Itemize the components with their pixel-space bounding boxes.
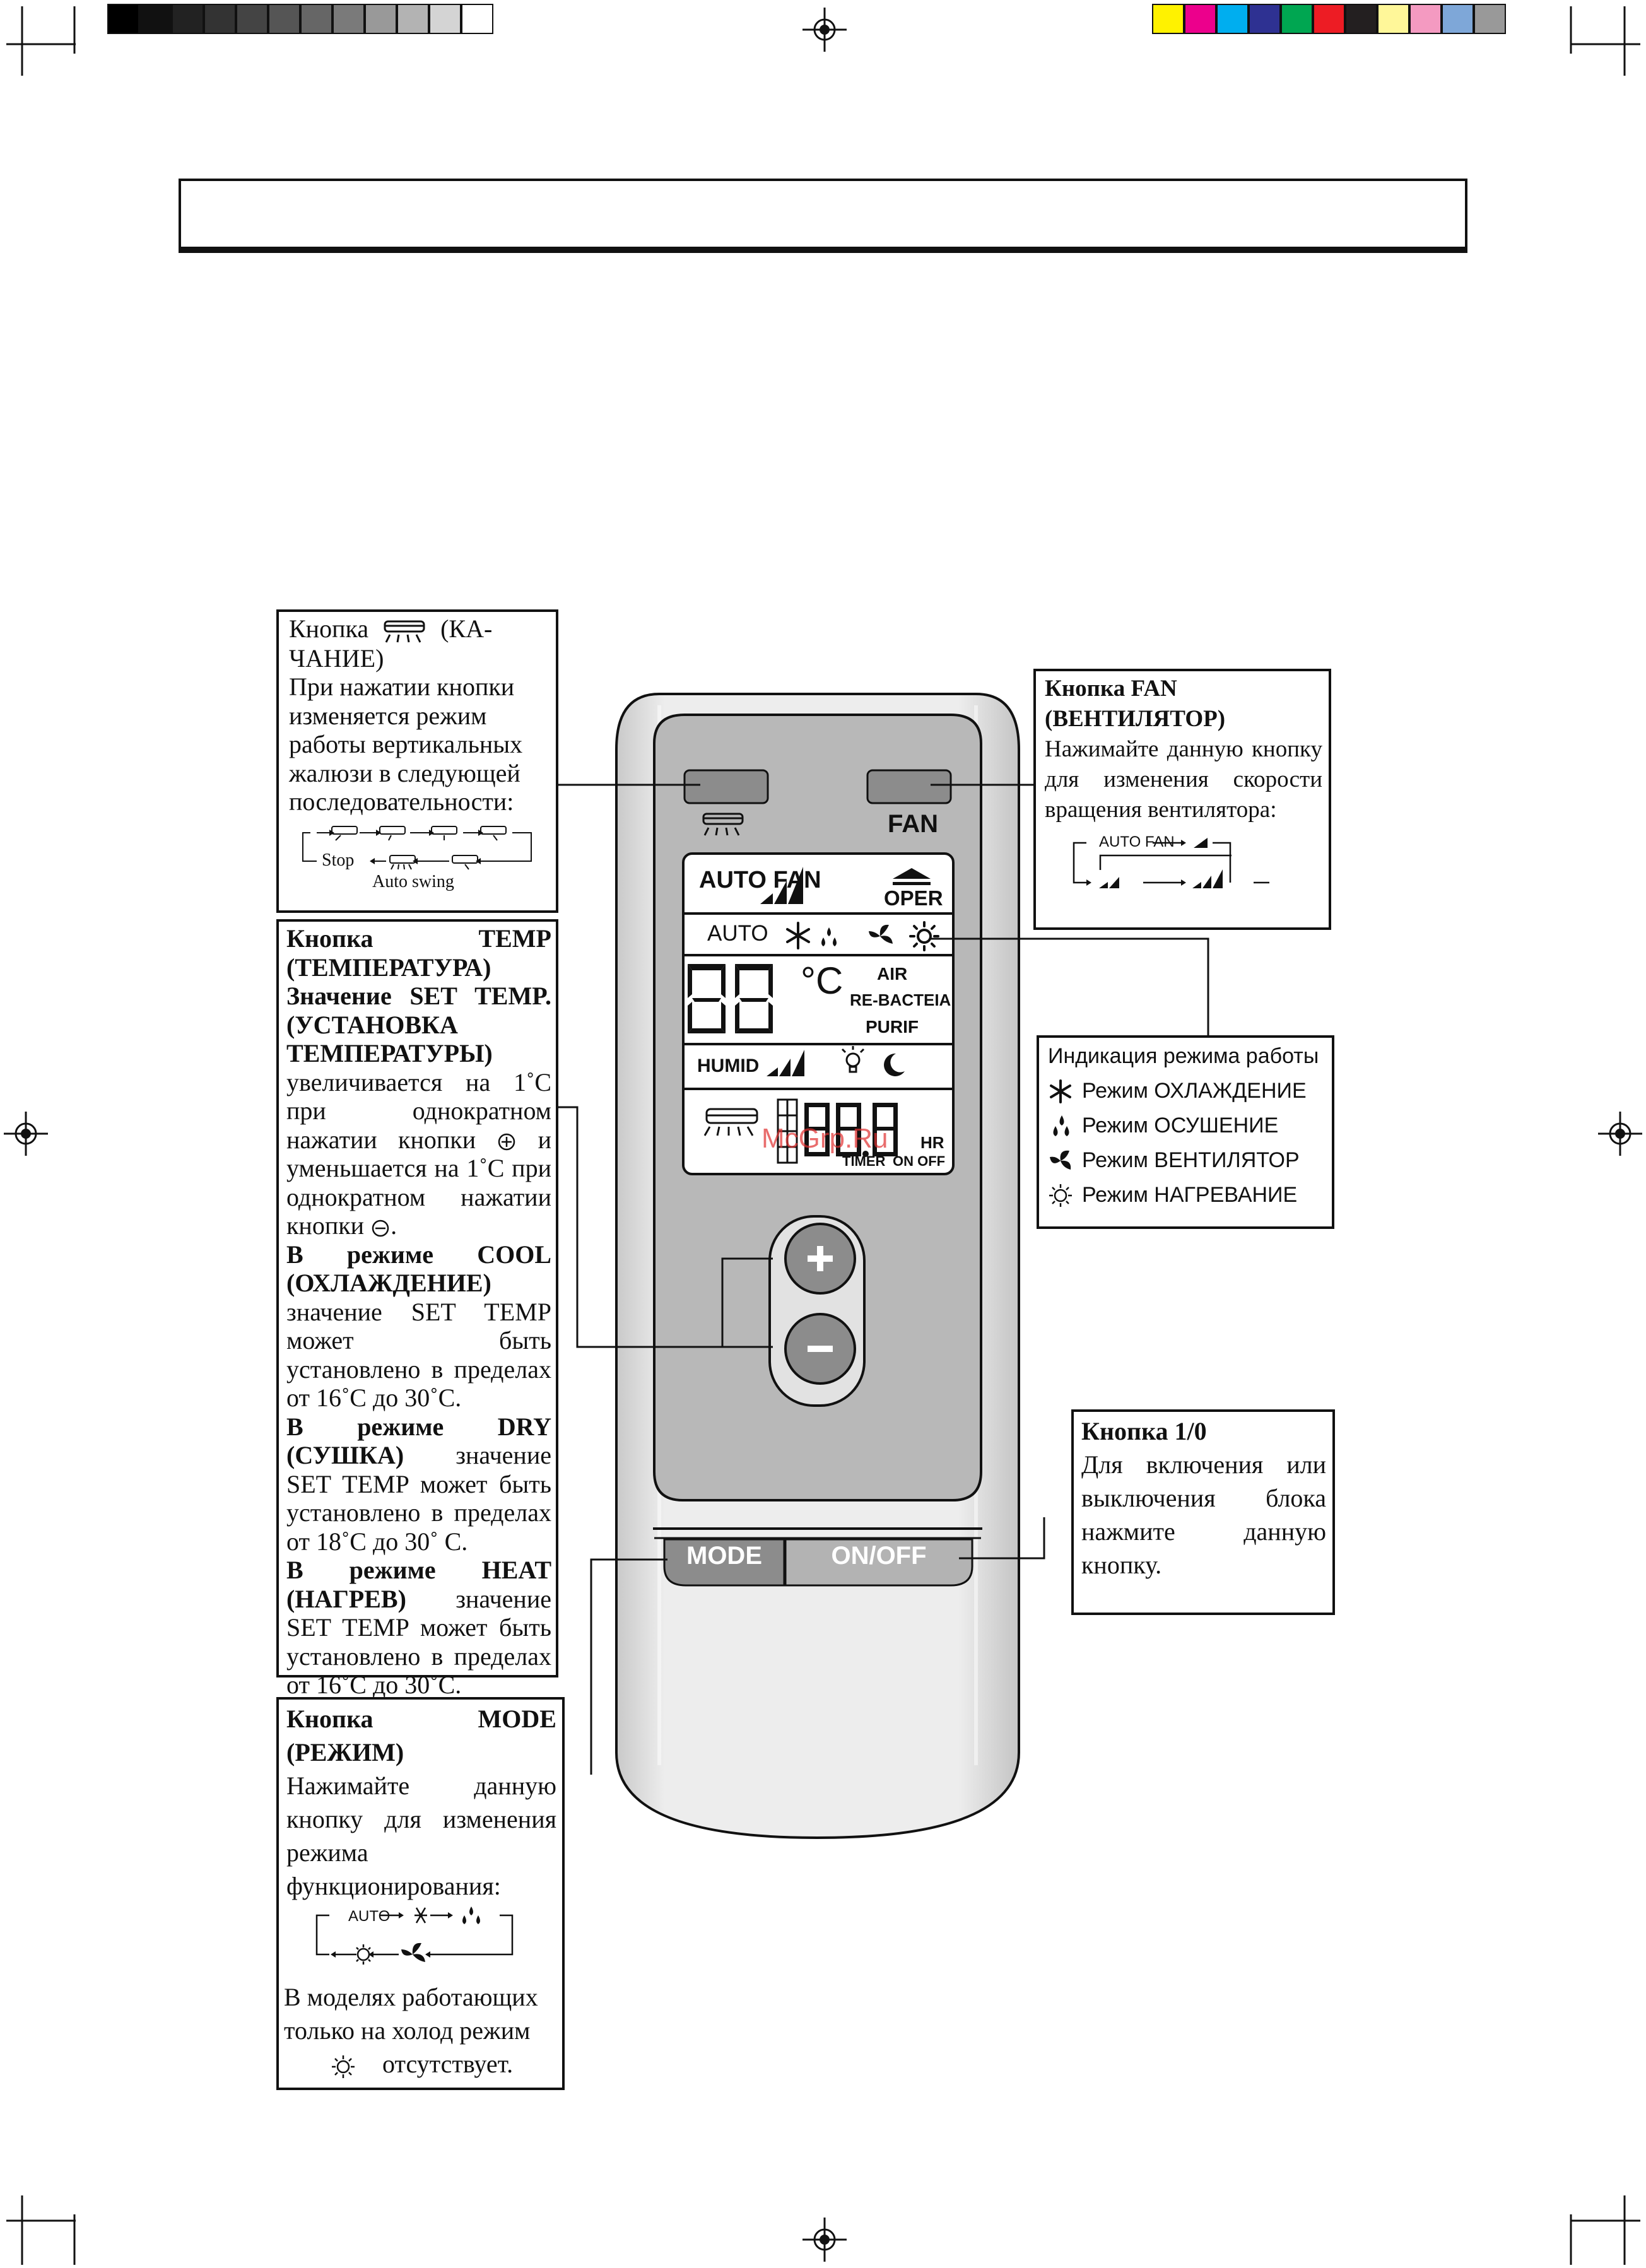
lcd-humid: HUMID bbox=[697, 1055, 760, 1076]
registration-mark-top-icon bbox=[802, 8, 847, 52]
mode-box-note-1: В моделях работающих только на холод реж… bbox=[284, 1983, 538, 2045]
temp-box-dry-text: значение SET TEMP может быть установлено… bbox=[286, 1441, 551, 1556]
fan-button-label: FAN bbox=[888, 810, 938, 838]
temp-box-cool-mode: В режиме COOL (ОХЛАЖДЕНИЕ) bbox=[286, 1240, 551, 1298]
sun-icon bbox=[1049, 1184, 1072, 1207]
temp-box-set-temp: Значение SET TEMP. (УСТАНОВКА ТЕМПЕРАТУР… bbox=[286, 982, 551, 1067]
gray-swatch bbox=[300, 4, 332, 34]
color-swatch bbox=[1184, 4, 1216, 34]
lcd-auto-fan: AUTO FAN bbox=[699, 867, 821, 893]
fan-box-body: Нажимайте данную кнопку для изменения ск… bbox=[1045, 736, 1322, 823]
swing-info-box: Кнопка (КА-ЧАНИЕ) При нажатии кнопки изм… bbox=[276, 609, 558, 913]
mode-button[interactable]: MODE bbox=[686, 1542, 762, 1570]
mode-item-heating: Режим НАГРЕВАНИЕ bbox=[1082, 1183, 1298, 1207]
temp-box-heat-text: значение SET TEMP может быть установлено… bbox=[286, 1584, 551, 1700]
fan-info-box: Кнопка FAN (ВЕНТИЛЯТОР) Нажимайте данную… bbox=[1033, 669, 1331, 930]
color-swatch bbox=[1442, 4, 1474, 34]
temp-box-title: Кнопка TEMP (ТЕМПЕРАТУРА) bbox=[286, 924, 551, 982]
color-swatch bbox=[1313, 4, 1345, 34]
remote-control: FAN MODE ON/OFF AUTO FAN OPER AUTO °C AI… bbox=[615, 693, 1020, 1839]
color-swatch bbox=[1377, 4, 1409, 34]
lcd-celsius: °C bbox=[801, 960, 844, 1002]
onoff-button[interactable]: ON/OFF bbox=[831, 1542, 927, 1570]
mode-info-box: Кнопка MODE (РЕЖИМ) Нажимайте данную кно… bbox=[276, 1697, 565, 2090]
color-swatch bbox=[1152, 4, 1184, 34]
temp-box-heat-mode: В режиме HEAT (НАГРЕВ) bbox=[286, 1556, 551, 1613]
lcd-oper: OPER bbox=[884, 886, 943, 910]
lcd-timer: TIMER bbox=[842, 1153, 886, 1169]
gray-swatch bbox=[461, 4, 493, 34]
mode-item-drying: Режим ОСУШЕНИЕ bbox=[1082, 1113, 1279, 1137]
swing-box-title-suffix: (КА-ЧАНИЕ) bbox=[289, 614, 493, 673]
gray-swatch bbox=[107, 4, 139, 34]
color-swatch bbox=[1281, 4, 1313, 34]
gray-swatch bbox=[139, 4, 172, 34]
swing-sequence-diagram bbox=[302, 826, 532, 870]
fan-icon bbox=[1050, 1150, 1071, 1170]
lcd-auto: AUTO bbox=[707, 921, 768, 946]
lcd-re-bacteia: RE-BACTEIA bbox=[850, 990, 951, 1009]
gray-swatch bbox=[429, 4, 461, 34]
gray-swatch bbox=[236, 4, 268, 34]
swing-stop-label: Stop bbox=[322, 850, 355, 870]
mode-auto-label: AUTO bbox=[348, 1908, 391, 1925]
color-swatch bbox=[1345, 4, 1377, 34]
mode-indication-title: Индикация режима работы bbox=[1048, 1044, 1319, 1068]
swing-box-body: При нажатии кнопки изменяется режим рабо… bbox=[289, 673, 523, 816]
fan-box-title: Кнопка FAN (ВЕНТИЛЯТОР) bbox=[1045, 676, 1226, 732]
registration-mark-right-icon bbox=[1598, 1112, 1642, 1156]
color-swatch bbox=[1409, 4, 1442, 34]
onoff-box-title: Кнопка 1/0 bbox=[1081, 1417, 1207, 1445]
mode-indication-box: Индикация режима работы Режим ОХЛАЖДЕНИЕ… bbox=[1037, 1035, 1334, 1229]
fan-speed-sequence-diagram bbox=[1073, 838, 1269, 888]
watermark: McGrp.Ru bbox=[761, 1123, 888, 1154]
swing-auto-label: Auto swing bbox=[372, 872, 454, 891]
snowflake-icon bbox=[1050, 1079, 1071, 1103]
mode-item-cooling: Режим ОХЛАЖДЕНИЕ bbox=[1082, 1079, 1307, 1103]
gray-swatch bbox=[332, 4, 365, 34]
gray-swatch bbox=[397, 4, 429, 34]
minus-circle-icon bbox=[372, 1219, 389, 1237]
temp-box-cool-text: значение SET TEMP может быть установлено… bbox=[286, 1297, 551, 1413]
lcd-purif: PURIF bbox=[866, 1017, 919, 1037]
lcd-on-off: ON OFF bbox=[893, 1153, 946, 1169]
lcd-air: AIR bbox=[877, 964, 908, 984]
mode-box-body: Нажимайте данную кнопку для изменения ре… bbox=[286, 1772, 556, 1900]
mode-sequence-diagram bbox=[315, 1907, 514, 1965]
mode-box-note-2: отсутствует. bbox=[382, 2050, 514, 2078]
gray-swatch bbox=[365, 4, 397, 34]
temp-box-p1: увеличивается на 1˚С при однократном наж… bbox=[286, 1067, 551, 1154]
mode-item-fan: Режим ВЕНТИЛЯТОР bbox=[1082, 1148, 1300, 1172]
mode-box-title: Кнопка MODE (РЕЖИМ) bbox=[286, 1705, 556, 1766]
gray-swatch bbox=[268, 4, 300, 34]
temp-box-dry-mode: В режиме DRY (СУШКА) bbox=[286, 1412, 551, 1470]
page-header-frame bbox=[179, 179, 1467, 253]
drops-icon bbox=[1053, 1115, 1069, 1136]
color-swatch bbox=[1474, 4, 1506, 34]
onoff-info-box: Кнопка 1/0 Для включения или выключения … bbox=[1071, 1409, 1335, 1615]
gray-swatch bbox=[172, 4, 204, 34]
temp-info-box: Кнопка TEMP (ТЕМПЕРАТУРА) Значение SET T… bbox=[276, 919, 558, 1699]
onoff-box-body: Для включения или выключения блока нажми… bbox=[1081, 1450, 1326, 1579]
swing-box-title: Кнопка bbox=[289, 614, 369, 643]
registration-mark-bottom-icon bbox=[802, 2218, 847, 2262]
registration-mark-left-icon bbox=[4, 1112, 48, 1156]
gray-swatch bbox=[204, 4, 236, 34]
color-swatch bbox=[1216, 4, 1249, 34]
heat-sun-icon bbox=[332, 2055, 355, 2078]
temp-box-p1b: и уменьшается на 1˚С при однократном наж… bbox=[286, 1125, 551, 1240]
plus-circle-icon bbox=[498, 1134, 515, 1151]
swing-louver-icon bbox=[384, 620, 425, 643]
lcd-hr: HR bbox=[920, 1133, 944, 1152]
color-swatch bbox=[1249, 4, 1281, 34]
fan-auto-label: AUTO FAN bbox=[1099, 833, 1175, 850]
